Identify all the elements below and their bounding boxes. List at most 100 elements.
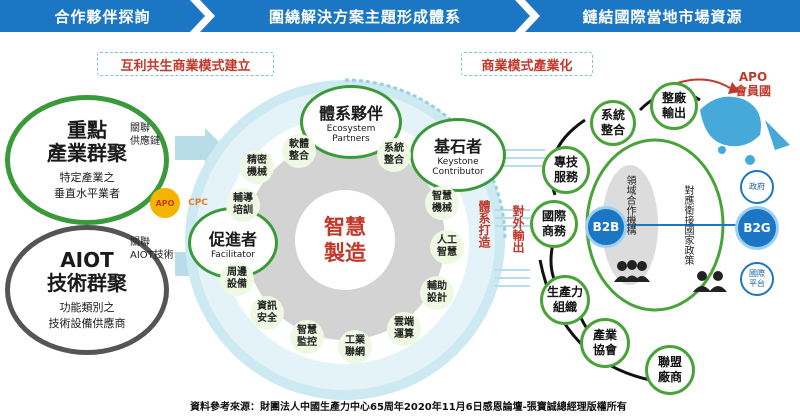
net-node-1-l1: 整廠 <box>661 91 686 105</box>
ring-item-3-l2: 智慧 <box>437 247 457 258</box>
ring-item-2-l2: 機械 <box>432 203 452 214</box>
gov-node: 政府 <box>740 170 774 204</box>
center-line-1: 智慧 <box>324 215 366 239</box>
ring-item-10-l2: 培訓 <box>233 205 253 216</box>
ring-item-9-l2: 設備 <box>227 279 247 290</box>
key-cluster-link-2: 供應鏈 <box>130 136 160 147</box>
header-step-2: 圍繞解決方案主題形成體系 <box>200 0 530 32</box>
network-node-system-integration: 系統整合 <box>590 100 636 146</box>
source-note: 資料參考來源：財團法人中國生產力中心65周年2020年11月6日感恩論壇-張寶誠… <box>190 402 627 413</box>
center-line-2: 製造 <box>324 241 366 265</box>
ring-item-smart-machinery: 智慧機械 <box>425 186 459 220</box>
aiot-cluster-title-2: 技術群聚 <box>47 271 127 295</box>
ring-item-9-l1: 周邊 <box>227 267 247 278</box>
net-node-5-l2: 協會 <box>592 343 617 357</box>
network-node-expert-service: 專技服務 <box>542 146 590 194</box>
ring-item-info-security: 資訊安全 <box>250 296 284 330</box>
key-industry-cluster: 重點 產業群聚 特定產業之 垂直水平業者 <box>5 95 169 225</box>
ecosystem-en-2: Partners <box>332 134 370 144</box>
ring-item-4-l1: 輔助 <box>427 281 447 292</box>
apo-member-2: 會員國 <box>735 84 772 98</box>
smart-manufacturing-center: 智慧 製造 <box>300 205 390 275</box>
ecosystem-title: 體系夥伴 <box>318 104 383 123</box>
apo-member-label: APO 會員國 <box>735 70 771 98</box>
aiot-cluster-link-1: 關聯 <box>130 237 150 248</box>
key-cluster-link: 關聯 供應鏈 <box>130 122 160 148</box>
net-node-5-l1: 產業 <box>592 328 617 342</box>
ring-item-7-l2: 監控 <box>297 337 317 348</box>
aiot-cluster-desc-2: 技術設備供應商 <box>48 317 126 330</box>
ring-item-5-l1: 雲端 <box>394 317 414 328</box>
key-cluster-title-1: 重點 <box>67 118 107 142</box>
ecosystem-en-1: Ecosystem <box>326 124 376 134</box>
ring-item-ai: 人工智慧 <box>430 230 464 264</box>
ring-item-smart-monitoring: 智慧監控 <box>290 320 324 354</box>
facilitator-title: 促進者 <box>208 230 257 249</box>
key-cluster-desc-1: 特定產業之 <box>59 171 115 184</box>
ring-item-3-l1: 人工 <box>437 235 457 246</box>
facilitator-en: Facilitator <box>210 250 256 260</box>
net-node-1-l2: 輸出 <box>661 106 686 120</box>
intl-platform-node: 國際平台 <box>740 262 774 296</box>
ring-item-7-l1: 智慧 <box>297 325 317 336</box>
keystone-node: 基石者 Keystone Contributor <box>410 118 506 192</box>
ring-side-red-label: 體系打造 <box>477 200 491 248</box>
people-icon-right <box>690 270 730 292</box>
intl-platform-1: 國際 <box>749 269 765 278</box>
ring-item-6-l2: 聯網 <box>345 347 365 358</box>
aiot-cluster-link-2: AIOT技術 <box>130 250 174 261</box>
net-node-3-l2: 商務 <box>541 224 566 238</box>
ring-item-1-l1: 系統 <box>384 143 404 154</box>
ring-item-software-integration: 軟體整合 <box>282 134 316 168</box>
ring-item-8-l1: 資訊 <box>257 301 277 312</box>
ring-item-aided-design: 輔助設計 <box>420 276 454 310</box>
b2g-node: B2G <box>735 206 779 250</box>
key-cluster-desc-2: 垂直水平業者 <box>54 187 120 200</box>
cpc-logo: CPC <box>183 188 213 218</box>
ring-item-4-l2: 設計 <box>427 293 447 304</box>
ring-item-5-l2: 運算 <box>394 329 414 340</box>
network-node-industry-association: 產業協會 <box>580 318 630 368</box>
apo-logo-text: APO <box>155 198 175 208</box>
keystone-en-2: Contributor <box>432 167 484 177</box>
keystone-en-1: Keystone <box>437 157 479 167</box>
network-node-productivity-org: 生產力組織 <box>540 275 590 325</box>
cpc-logo-text: CPC <box>188 198 208 208</box>
export-label: 對外輸出 <box>511 205 525 253</box>
apo-logo: APO <box>150 188 180 218</box>
net-node-2-l2: 服務 <box>553 170 578 184</box>
people-icon-left <box>612 260 652 282</box>
ring-item-6-l1: 工業 <box>345 335 365 346</box>
net-node-3-l1: 國際 <box>541 209 566 223</box>
ring-item-11-l2: 機械 <box>247 167 267 178</box>
intl-platform-2: 平台 <box>749 279 765 288</box>
apo-member-1: APO <box>738 70 768 84</box>
mutual-benefit-label: 互利共生商業模式建立 <box>97 52 274 76</box>
network-node-alliance-vendors: 聯盟廠商 <box>645 345 695 395</box>
header-step-3-label: 鏈結國際當地市場資源 <box>582 7 743 26</box>
ring-item-coaching-training: 輔導培訓 <box>226 188 260 222</box>
net-node-6-l2: 廠商 <box>657 370 682 384</box>
ring-item-11-l1: 精密 <box>247 155 267 166</box>
cross-domain-label: 領域合作機構 <box>624 175 635 235</box>
net-node-4-l1: 生產力 <box>546 285 583 299</box>
aiot-cluster: AIOT 技術群聚 功能類別之 技術設備供應商 <box>5 225 169 355</box>
net-node-2-l1: 專技 <box>553 155 578 169</box>
ring-item-industrial-iot: 工業聯網 <box>338 330 372 364</box>
ring-item-1-l2: 整合 <box>384 155 404 166</box>
ring-item-precision-machinery: 精密機械 <box>240 150 274 184</box>
net-node-6-l1: 聯盟 <box>657 355 682 369</box>
header-step-1: 合作夥伴探詢 <box>0 0 205 32</box>
ecosystem-partners-node: 體系夥伴 Ecosystem Partners <box>300 85 402 159</box>
network-node-turnkey-export: 整廠輸出 <box>650 82 698 130</box>
ring-item-8-l2: 安全 <box>257 313 277 324</box>
header-step-2-label: 圍繞解決方案主題形成體系 <box>268 7 461 26</box>
ring-item-0-l2: 整合 <box>289 151 309 162</box>
b2b-node: B2B <box>585 206 627 248</box>
ring-item-10-l1: 輔導 <box>233 193 253 204</box>
national-policy-label: 對應衛接國家政策 <box>682 185 693 265</box>
ring-item-system-integration: 系統整合 <box>377 138 411 172</box>
ring-item-cloud-computing: 雲端運算 <box>387 312 421 346</box>
net-node-0-l2: 整合 <box>600 123 625 137</box>
ring-item-0-l1: 軟體 <box>289 139 309 150</box>
